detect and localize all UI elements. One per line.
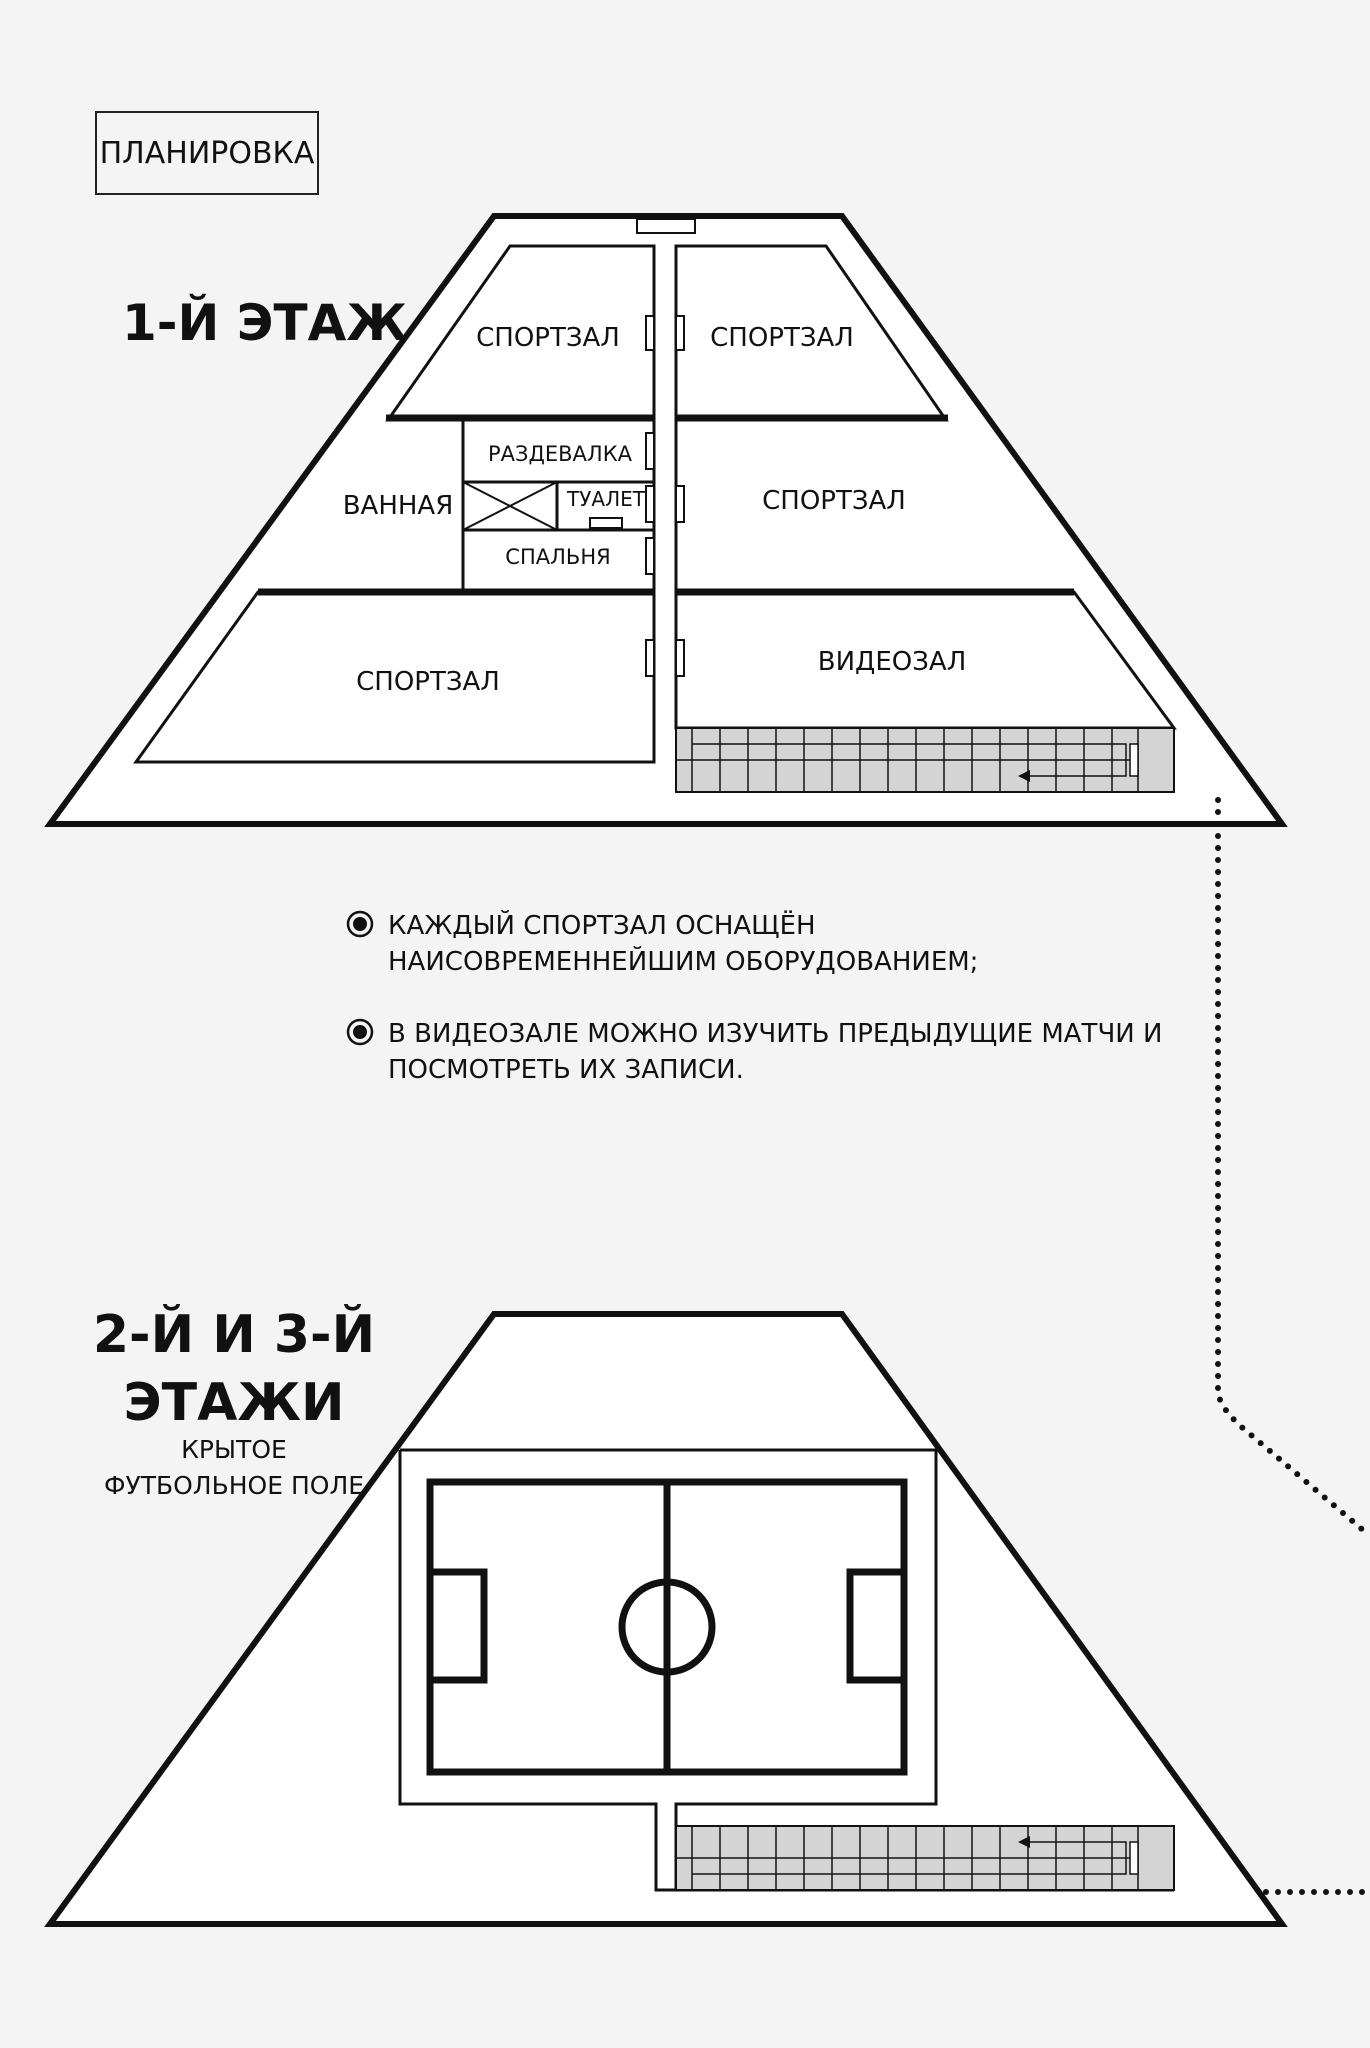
note-item: КАЖДЫЙ СПОРТЗАЛ ОСНАЩЁН НАИСОВРЕМЕННЕЙШИ… — [346, 909, 978, 977]
dotted-connector — [1215, 797, 1370, 1539]
floor1-labels: СПОРТЗАЛ СПОРТЗАЛ РАЗДЕВАЛКА ВАННАЯ ТУАЛ… — [343, 323, 967, 697]
label-bedroom: СПАЛЬНЯ — [505, 545, 610, 569]
floor2-title-line1: 2-Й И 3-Й — [93, 1304, 375, 1365]
note-item: В ВИДЕОЗАЛЕ МОЖНО ИЗУЧИТЬ ПРЕДЫДУЩИЕ МАТ… — [346, 1018, 1162, 1085]
floor2-subtitle-line2: ФУТБОЛЬНОЕ ПОЛЕ — [104, 1471, 364, 1500]
floor1-outline — [44, 213, 1288, 827]
notes: КАЖДЫЙ СПОРТЗАЛ ОСНАЩЁН НАИСОВРЕМЕННЕЙШИ… — [346, 909, 1162, 1085]
label-toilet: ТУАЛЕТ — [566, 487, 646, 511]
label-gym-bottom-left: СПОРТЗАЛ — [356, 667, 500, 697]
floor2-stairs — [675, 1825, 1175, 1891]
entrance — [636, 218, 696, 234]
note-1-line-2: НАИСОВРЕМЕННЕЙШИМ ОБОРУДОВАНИЕМ; — [388, 945, 978, 977]
corridor-doors — [645, 315, 685, 677]
plan-tag: ПЛАНИРОВКА — [95, 111, 319, 195]
note-2-line-2: ПОСМОТРЕТЬ ИХ ЗАПИСИ. — [388, 1055, 744, 1085]
label-locker-room: РАЗДЕВАЛКА — [488, 442, 633, 466]
label-gym-top-left: СПОРТЗАЛ — [476, 323, 620, 353]
floor1-stairs — [675, 727, 1175, 793]
label-gym-top-right: СПОРТЗАЛ — [710, 323, 854, 353]
floor1-title: 1-Й ЭТАЖ — [122, 293, 408, 352]
floor1-plan — [44, 213, 1288, 827]
label-bathroom: ВАННАЯ — [343, 491, 454, 521]
label-video-room: ВИДЕОЗАЛ — [818, 647, 967, 677]
label-gym-mid-right: СПОРТЗАЛ — [762, 486, 906, 516]
floor2-subtitle-line1: КРЫТОЕ — [181, 1435, 287, 1464]
floor2-title-line2: ЭТАЖИ — [123, 1373, 344, 1433]
note-1-line-1: КАЖДЫЙ СПОРТЗАЛ ОСНАЩЁН — [388, 909, 816, 941]
note-2-line-1: В ВИДЕОЗАЛЕ МОЖНО ИЗУЧИТЬ ПРЕДЫДУЩИЕ МАТ… — [388, 1019, 1162, 1049]
football-pitch — [426, 1478, 908, 1776]
plan-tag-label: ПЛАНИРОВКА — [100, 136, 315, 171]
